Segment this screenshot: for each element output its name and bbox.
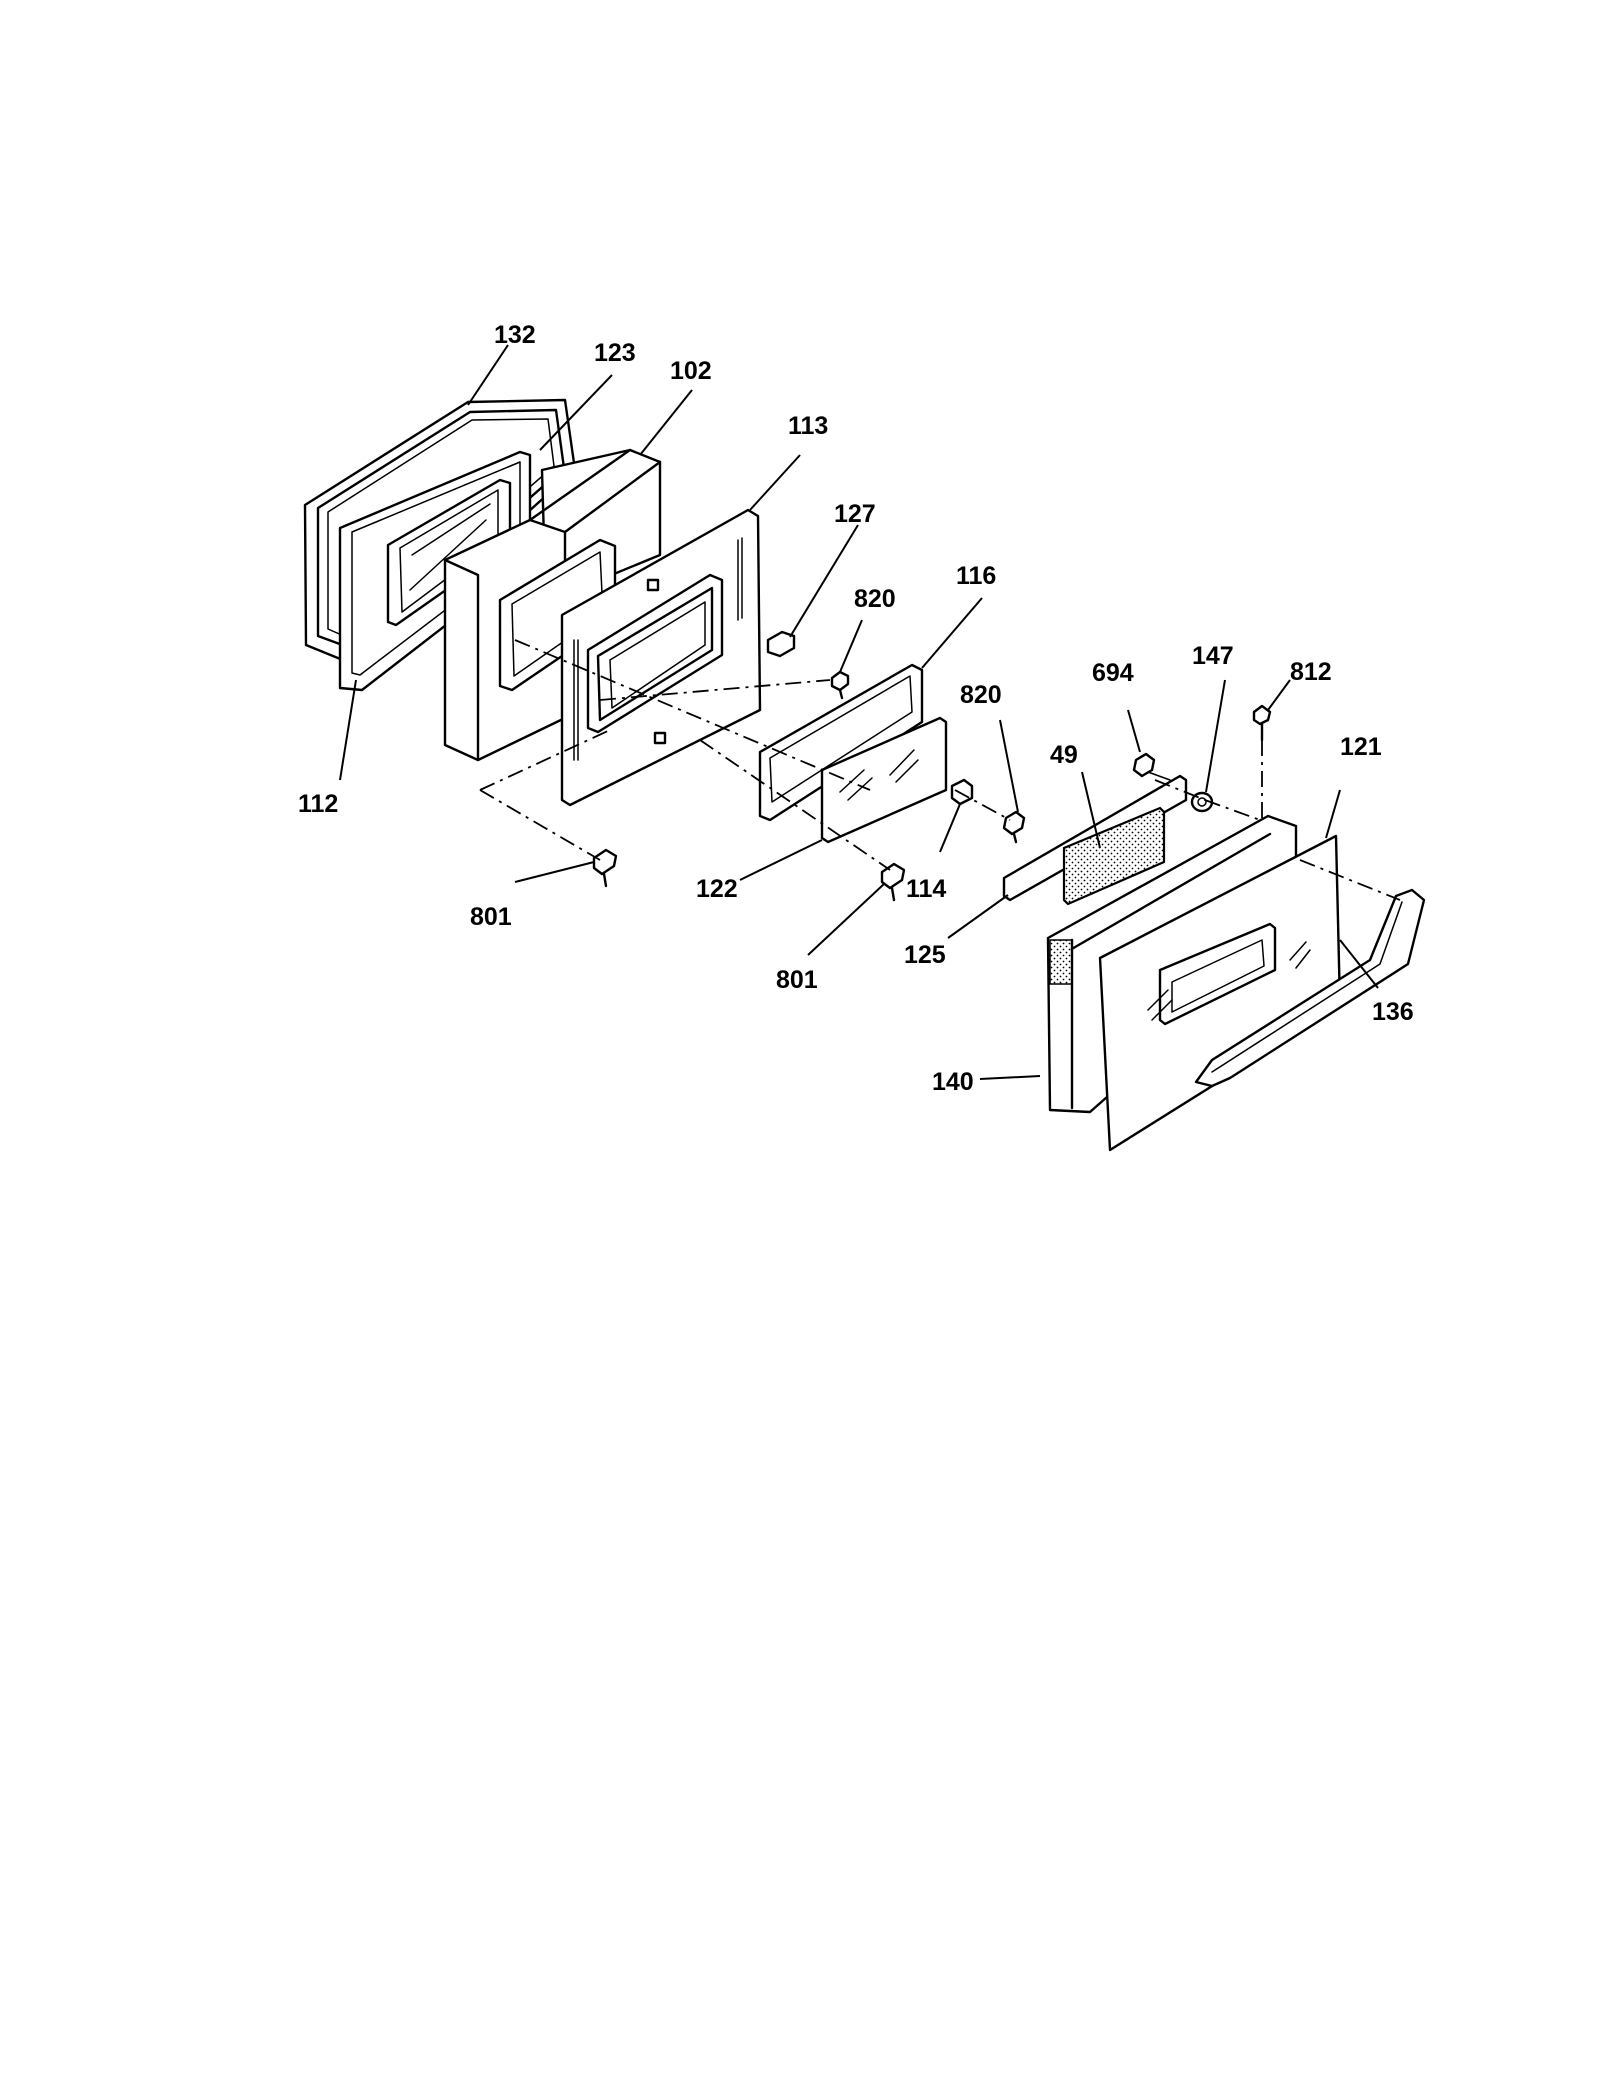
part-136-door-handle [1194, 888, 1426, 1088]
label-114: 114 [906, 875, 946, 903]
label-812: 812 [1290, 658, 1332, 686]
part-694-screw [1132, 752, 1171, 781]
part-812-screw [1252, 704, 1272, 742]
label-123: 123 [594, 339, 636, 367]
label-820-b: 820 [960, 681, 1002, 709]
label-116: 116 [956, 562, 996, 590]
assembly-centerlines [479, 639, 1401, 901]
part-102-insulation [443, 448, 662, 762]
label-112: 112 [298, 790, 338, 818]
part-49-vent-screen [1062, 806, 1166, 906]
label-147: 147 [1192, 642, 1234, 670]
part-122-door-glass [820, 716, 948, 844]
part-114-clip [950, 778, 974, 806]
label-49: 49 [1050, 741, 1078, 769]
label-801-b: 801 [776, 966, 818, 994]
leader-lines [339, 344, 1379, 1080]
part-labels: 132 123 102 113 127 820 116 820 694 147 … [298, 321, 1414, 1096]
part-801-screw-a [592, 848, 618, 888]
part-127-spacer [766, 630, 796, 658]
label-121: 121 [1340, 733, 1382, 761]
label-132: 132 [494, 321, 536, 349]
part-113-door-inner-panel [560, 508, 762, 807]
label-136: 136 [1372, 998, 1414, 1026]
part-820-screw-a [830, 670, 850, 700]
part-121-outer-glass [1098, 834, 1342, 1152]
label-694: 694 [1092, 659, 1134, 687]
label-140: 140 [932, 1068, 974, 1096]
part-116-glass-bracket [758, 663, 924, 822]
part-820-screw-b [1002, 810, 1026, 844]
label-125: 125 [904, 941, 946, 969]
label-801-a: 801 [470, 903, 512, 931]
part-801-screw-b [880, 862, 906, 902]
label-102: 102 [670, 357, 712, 385]
label-122: 122 [696, 875, 738, 903]
label-113: 113 [788, 412, 828, 440]
label-820-a: 820 [854, 585, 896, 613]
label-127: 127 [834, 500, 876, 528]
